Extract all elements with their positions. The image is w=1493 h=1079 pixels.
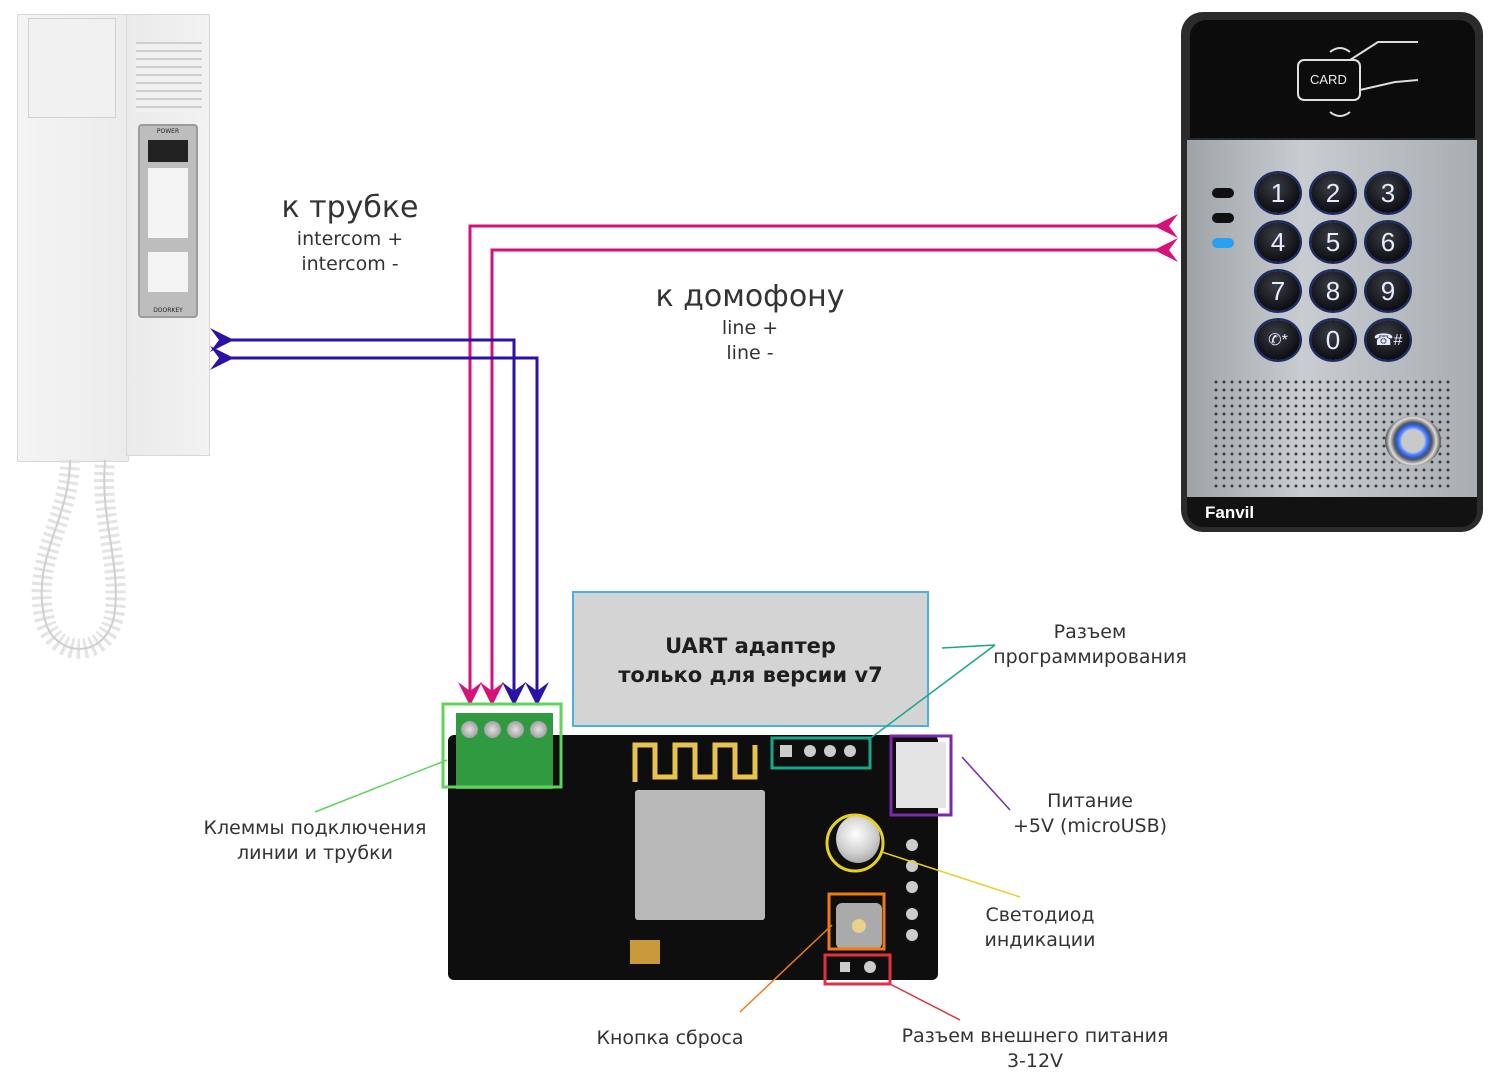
keypad-key[interactable]: 9	[1366, 271, 1410, 311]
screw-1[interactable]	[461, 721, 478, 738]
keypad-key[interactable]: 8	[1311, 271, 1355, 311]
esp-module	[635, 790, 765, 920]
handset-control-plate: POWER DOORKEY	[138, 124, 198, 318]
status-led-call	[1212, 213, 1234, 223]
reset-box	[827, 892, 886, 951]
doorkey-label: DOORKEY	[153, 307, 183, 314]
door-key-button	[148, 252, 188, 292]
reset-label: Кнопка сброса	[575, 1026, 765, 1051]
reset-line1: Кнопка сброса	[596, 1027, 744, 1049]
callout-prog-1	[941, 644, 996, 649]
microusb-port[interactable]	[896, 742, 946, 808]
screw-2[interactable]	[484, 721, 501, 738]
wifi-antenna	[625, 737, 765, 787]
card-reader-area	[1190, 20, 1475, 138]
led-circle	[825, 813, 885, 873]
handset-connection-label: к трубке intercom + intercom -	[250, 188, 450, 276]
status-led-card	[1212, 188, 1234, 198]
brand-logo: Fanvil	[1205, 503, 1255, 522]
ext-power-line1: Разъем внешнего питания	[901, 1025, 1169, 1047]
usb-box	[889, 734, 953, 817]
prog-pin-1	[780, 745, 792, 757]
prog-connector-line1: Разъем	[1053, 621, 1127, 643]
prog-connector-label: Разъем программирования	[975, 620, 1205, 669]
ext-power-pin-1	[840, 962, 850, 972]
handset-button-upper	[148, 168, 188, 238]
led-label: Светодиод индикации	[960, 903, 1120, 952]
led-line1: Светодиод	[985, 904, 1095, 926]
prog-pin-4	[844, 745, 856, 757]
wire-intercom-minus	[210, 346, 549, 706]
uart-box	[572, 591, 929, 727]
keypad-key[interactable]: ☎#	[1366, 320, 1410, 360]
doorphone-line1: line +	[721, 317, 779, 339]
handset-line2: intercom -	[301, 252, 399, 275]
ext-power-box	[823, 953, 892, 986]
status-led-signal	[1212, 238, 1234, 248]
prog-connector-line2: программирования	[993, 645, 1187, 668]
reset-button-cap[interactable]	[852, 919, 866, 933]
power-usb-label: Питание +5V (microUSB)	[985, 789, 1195, 838]
doorphone-title: к домофону	[655, 279, 845, 314]
callout-usb	[961, 756, 1011, 811]
doorphone-line2: line -	[726, 341, 774, 364]
terminals-box	[441, 702, 563, 789]
handset-label-window	[28, 18, 116, 118]
terminals-line2: линии и трубки	[237, 841, 393, 864]
tantalum-capacitor	[630, 940, 660, 964]
call-button[interactable]	[1385, 416, 1441, 466]
callout-reset	[739, 924, 833, 1013]
handset-title: к трубке	[281, 190, 419, 225]
keypad-key[interactable]: 1	[1256, 173, 1300, 213]
prog-pin-3	[824, 745, 836, 757]
power-usb-line1: Питание	[1047, 790, 1133, 812]
terminals-line1: Клеммы подключения	[203, 817, 427, 839]
callout-ext-power	[889, 983, 961, 1021]
screw-terminal-block	[456, 713, 553, 789]
prog-pin-2	[804, 745, 816, 757]
ext-power-pin-2	[864, 961, 876, 973]
power-indicator	[148, 140, 188, 162]
keypad-key[interactable]: 4	[1256, 222, 1300, 262]
keypad-key[interactable]: 7	[1256, 271, 1300, 311]
keypad-key[interactable]: 0	[1311, 320, 1355, 360]
led-line2: индикации	[984, 928, 1096, 951]
terminals-label: Клеммы подключения линии и трубки	[190, 816, 440, 865]
ext-power-label: Разъем внешнего питания 3-12V	[890, 1024, 1180, 1073]
keypad-key[interactable]: ✆*	[1256, 320, 1300, 360]
door-panel-footer	[1187, 497, 1477, 527]
keypad-key[interactable]: 2	[1311, 173, 1355, 213]
power-label: POWER	[156, 128, 180, 135]
handset-line1: intercom +	[296, 228, 404, 250]
prog-connector-box	[770, 736, 872, 770]
callout-terminals	[314, 759, 448, 813]
speaker-grille	[136, 42, 202, 112]
screw-3[interactable]	[507, 721, 524, 738]
card-label: CARD	[1310, 72, 1347, 87]
callout-prog-2	[867, 644, 996, 741]
ext-power-line2: 3-12V	[1006, 1049, 1064, 1072]
callout-led	[881, 851, 1021, 898]
power-usb-line2: +5V (microUSB)	[1012, 814, 1168, 837]
doorphone-connection-label: к домофону line + line -	[630, 277, 870, 365]
keypad-key[interactable]: 5	[1311, 222, 1355, 262]
keypad-key[interactable]: 6	[1366, 222, 1410, 262]
keypad-key[interactable]: 3	[1366, 173, 1410, 213]
screw-4[interactable]	[530, 721, 547, 738]
